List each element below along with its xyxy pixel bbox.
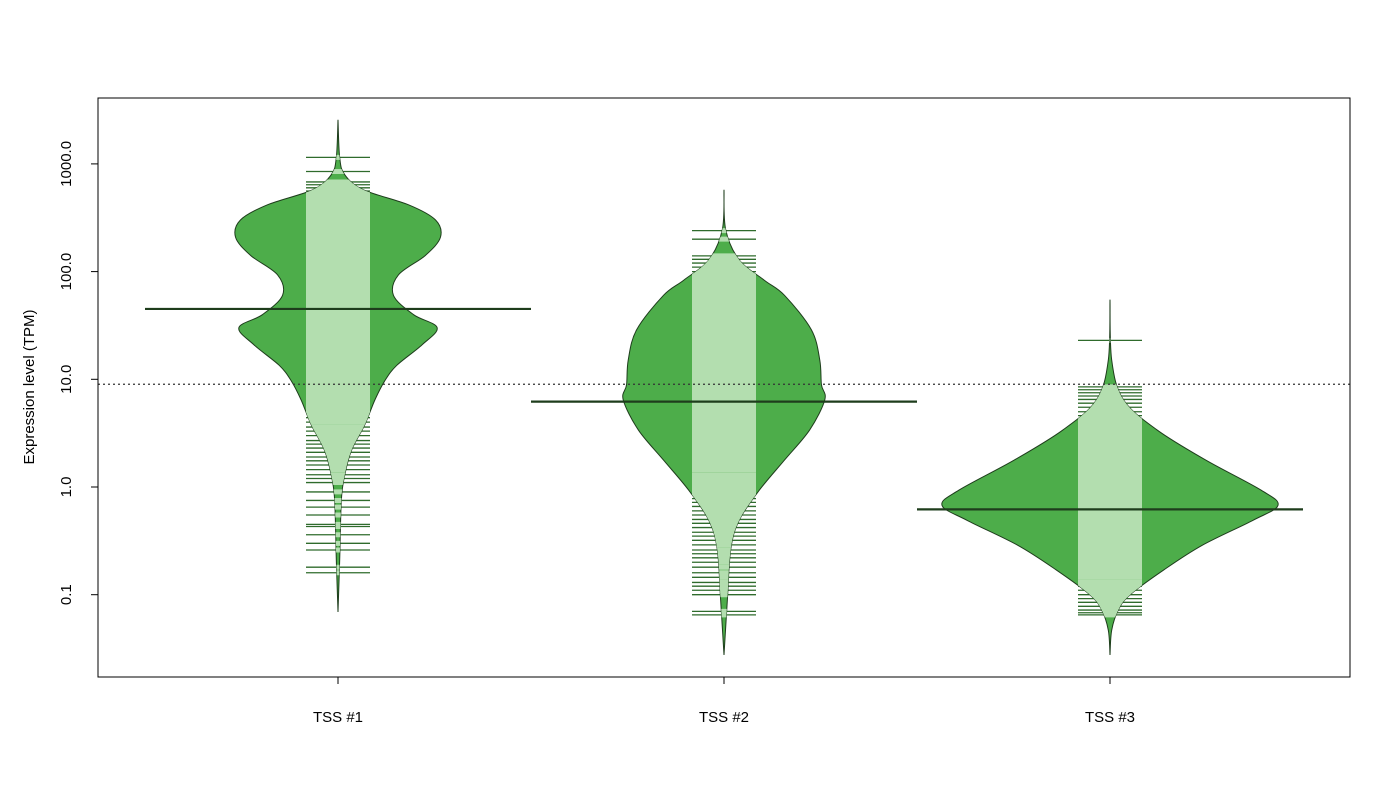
- bean-1: [234, 119, 442, 612]
- y-axis-label: Expression level (TPM): [21, 309, 38, 464]
- bean-3: [941, 299, 1279, 656]
- x-tick-label: TSS #1: [313, 709, 363, 726]
- y-tick-label: 10.0: [58, 365, 75, 394]
- y-tick-label: 1.0: [58, 477, 75, 498]
- y-tick-label: 100.0: [58, 253, 75, 291]
- medians: [145, 307, 1303, 511]
- beans: [234, 119, 1279, 656]
- y-axis: 0.1 1.0 10.0 100.0 1000.0: [58, 141, 99, 605]
- y-tick-label: 1000.0: [58, 141, 75, 187]
- beanlines-inside: [692, 228, 756, 618]
- x-axis: TSS #1 TSS #2 TSS #3: [313, 677, 1135, 726]
- y-tick-label: 0.1: [58, 584, 75, 605]
- x-tick-label: TSS #2: [699, 709, 749, 726]
- x-tick-label: TSS #3: [1085, 709, 1135, 726]
- bean-2: [622, 189, 826, 656]
